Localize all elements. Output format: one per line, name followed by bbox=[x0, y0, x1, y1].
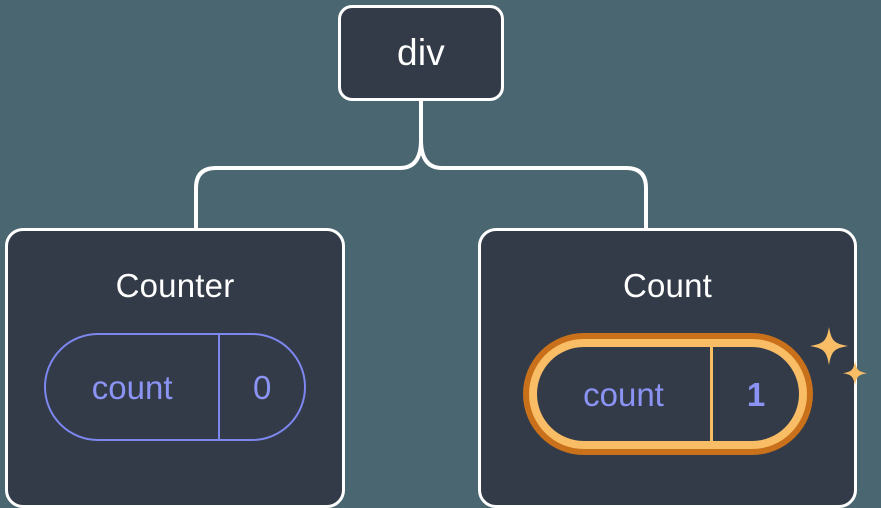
connector-lines bbox=[194, 99, 648, 230]
state-pill-highlight-ring-inner: count 1 bbox=[528, 339, 807, 449]
node-count[interactable]: Count count 1 bbox=[478, 228, 867, 508]
state-key-label: count bbox=[91, 368, 173, 406]
state-pill-wrapper-count: count 1 bbox=[522, 327, 867, 455]
state-pill-highlight-ring-outer: count 1 bbox=[522, 333, 813, 455]
node-counter[interactable]: Counter count 0 bbox=[5, 228, 345, 508]
diagram-canvas: div Counter count 0 Count count 1 bbox=[5, 5, 867, 508]
state-pill-wrapper-counter: count 0 bbox=[44, 333, 306, 441]
sparkle-icon bbox=[809, 327, 848, 365]
state-value-label: 0 bbox=[218, 335, 304, 439]
state-pill-count[interactable]: count 1 bbox=[536, 347, 799, 441]
state-key-label: count bbox=[583, 375, 664, 413]
node-counter-title: Counter bbox=[115, 267, 235, 304]
node-root-label: div bbox=[397, 32, 445, 73]
state-pill-counter[interactable]: count 0 bbox=[44, 333, 306, 441]
state-value-label: 1 bbox=[710, 347, 798, 441]
node-root-div[interactable]: div bbox=[338, 5, 504, 101]
node-count-title: Count bbox=[622, 267, 713, 304]
